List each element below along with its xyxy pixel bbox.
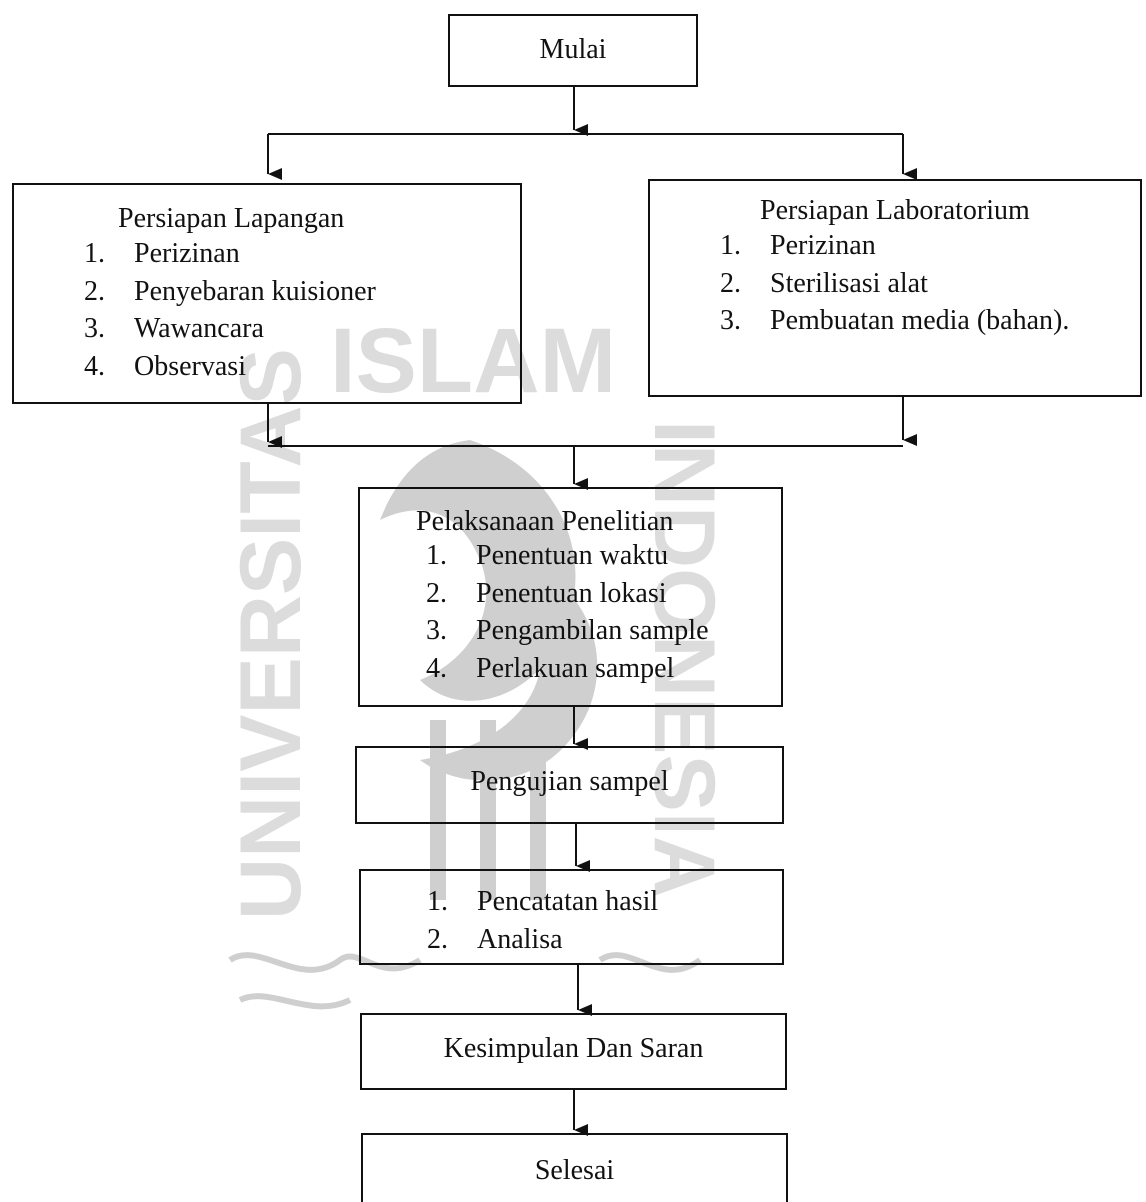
results-box: 1.Pencatatan hasil 2.Analisa bbox=[359, 869, 784, 965]
list-item: 4.Observasi bbox=[84, 350, 246, 382]
list-item: 3.Wawancara bbox=[84, 313, 264, 344]
list-item: 2.Penentuan lokasi bbox=[426, 577, 667, 609]
list-item: 1.Perizinan bbox=[720, 230, 876, 261]
testing-box: Pengujian sampel bbox=[355, 746, 784, 824]
lab-prep-list: 1.Perizinan 2.Sterilisasi alat 3.Pembuat… bbox=[720, 227, 1069, 340]
field-prep-list: 1.Perizinan 2.Penyebaran kuisioner 3.Waw… bbox=[84, 235, 376, 385]
list-item: 2.Penyebaran kuisioner bbox=[84, 275, 376, 307]
field-prep-title: Persiapan Lapangan bbox=[118, 203, 345, 234]
list-item: 3.Pembuatan media (bahan). bbox=[720, 305, 1070, 336]
conclusion-label: Kesimpulan Dan Saran bbox=[443, 1033, 704, 1064]
field-prep-box: Persiapan Lapangan 1.Perizinan 2.Penyeba… bbox=[12, 183, 522, 404]
research-list: 1.Penentuan waktu 2.Penentuan lokasi 3.P… bbox=[426, 537, 709, 687]
watermark-text-top: ISLAM bbox=[330, 310, 616, 412]
list-item: 1.Pencatatan hasil bbox=[427, 886, 659, 917]
research-title: Pelaksanaan Penelitian bbox=[416, 506, 674, 537]
start-label: Mulai bbox=[539, 34, 607, 65]
watermark-text-right: INDONESIA bbox=[636, 420, 732, 898]
list-item: 1.Perizinan bbox=[84, 238, 240, 269]
research-box: Pelaksanaan Penelitian 1.Penentuan waktu… bbox=[358, 487, 783, 707]
end-label: Selesai bbox=[534, 1155, 615, 1186]
start-box: Mulai bbox=[448, 14, 698, 87]
end-box: Selesai bbox=[361, 1133, 788, 1202]
list-item: 4.Perlakuan sampel bbox=[426, 652, 675, 684]
testing-label: Pengujian sampel bbox=[470, 766, 669, 797]
lab-prep-title: Persiapan Laboratorium bbox=[760, 195, 1030, 226]
list-item: 2.Sterilisasi alat bbox=[720, 267, 928, 299]
lab-prep-box: Persiapan Laboratorium 1.Perizinan 2.Ste… bbox=[648, 179, 1142, 397]
results-list: 1.Pencatatan hasil 2.Analisa bbox=[427, 883, 658, 958]
conclusion-box: Kesimpulan Dan Saran bbox=[360, 1013, 787, 1090]
list-item: 1.Penentuan waktu bbox=[426, 540, 669, 571]
watermark-emblem bbox=[380, 440, 598, 900]
list-item: 3.Pengambilan sample bbox=[426, 615, 709, 646]
list-item: 2.Analisa bbox=[427, 923, 563, 955]
